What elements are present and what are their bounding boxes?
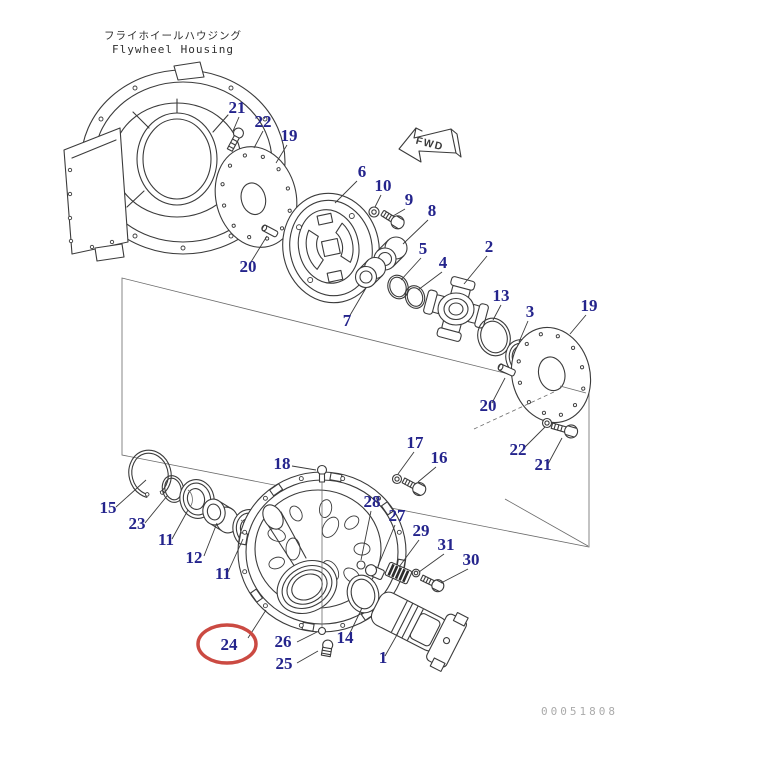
pin-20-right (497, 363, 516, 377)
callout-23[interactable]: 23 (129, 514, 146, 533)
callout-3[interactable]: 3 (526, 302, 535, 321)
callout-labels: 21 22 19 20 6 10 9 8 7 5 4 2 13 3 19 20 … (100, 98, 598, 673)
callout-4[interactable]: 4 (439, 253, 448, 272)
callout-22-right[interactable]: 22 (510, 440, 527, 459)
bushing-7 (354, 256, 387, 289)
bolt-16 (401, 477, 427, 497)
callout-21-top[interactable]: 21 (229, 98, 246, 117)
ring-14 (346, 574, 380, 614)
ring-13 (477, 317, 511, 357)
leader-lines (115, 116, 587, 664)
callout-20-right[interactable]: 20 (480, 396, 497, 415)
bolt-21-top (226, 127, 245, 152)
highlight-ellipse-24 (196, 623, 258, 665)
callout-17[interactable]: 17 (407, 433, 425, 452)
washer-17 (391, 473, 403, 485)
washer-22-right (541, 417, 553, 429)
title-english: Flywheel Housing (112, 43, 234, 56)
callout-28[interactable]: 28 (364, 492, 381, 511)
callout-29[interactable]: 29 (413, 521, 430, 540)
callout-10[interactable]: 10 (375, 176, 392, 195)
callout-31[interactable]: 31 (438, 535, 455, 554)
plate-29 (384, 561, 413, 585)
callout-14[interactable]: 14 (337, 628, 355, 647)
cover-plate-19-right (510, 326, 592, 424)
bolt-9 (380, 210, 405, 230)
callout-5[interactable]: 5 (419, 239, 428, 258)
washer-10 (368, 206, 380, 218)
callout-15[interactable]: 15 (100, 498, 117, 517)
hidden-centerline (473, 390, 557, 430)
callout-24-highlighted[interactable]: 24 (221, 635, 239, 654)
washer-31 (411, 568, 421, 578)
callout-13[interactable]: 13 (493, 286, 510, 305)
shaft-coupling-1 (370, 591, 469, 672)
diagram-title: フライホイールハウジング Flywheel Housing (104, 28, 242, 56)
title-japanese: フライホイールハウジング (104, 30, 242, 42)
callout-19-right[interactable]: 19 (581, 296, 598, 315)
callout-12[interactable]: 12 (186, 548, 203, 567)
washer-28 (356, 560, 366, 570)
fwd-arrow: FWD (398, 127, 462, 163)
callout-21-right[interactable]: 21 (535, 455, 552, 474)
drawing-number: 00051808 (541, 705, 618, 718)
callout-9[interactable]: 9 (405, 190, 414, 209)
ring-4 (404, 285, 426, 309)
callout-26[interactable]: 26 (275, 632, 292, 651)
breather-bolt-18 (316, 464, 328, 627)
callout-19-top[interactable]: 19 (281, 126, 298, 145)
callout-20-top[interactable]: 20 (240, 257, 257, 276)
plug-25 (320, 639, 334, 658)
callout-27[interactable]: 27 (389, 506, 407, 525)
callout-8[interactable]: 8 (428, 201, 437, 220)
plug-27 (364, 564, 385, 581)
callout-11-left[interactable]: 11 (158, 530, 174, 549)
callout-6[interactable]: 6 (358, 162, 367, 181)
frame-edge-stub (559, 385, 587, 394)
callout-30[interactable]: 30 (463, 550, 480, 569)
callout-25[interactable]: 25 (276, 654, 293, 673)
cover-plate-19-top (214, 146, 298, 248)
pin-20-top (261, 224, 279, 238)
callout-22-top[interactable]: 22 (255, 112, 272, 131)
callout-7[interactable]: 7 (343, 311, 352, 330)
ring-5 (387, 274, 409, 300)
bolt-30 (420, 574, 445, 593)
callout-1[interactable]: 1 (379, 648, 388, 667)
callout-11-right[interactable]: 11 (215, 564, 231, 583)
callout-2[interactable]: 2 (485, 237, 494, 256)
assembly-group-frame (121, 277, 590, 548)
snap-ring-15 (128, 449, 172, 505)
callout-16[interactable]: 16 (431, 448, 448, 467)
bolt-21-right (550, 422, 579, 439)
ball-26 (317, 626, 327, 636)
spider-coupling-2 (423, 276, 489, 342)
callout-18[interactable]: 18 (274, 454, 291, 473)
